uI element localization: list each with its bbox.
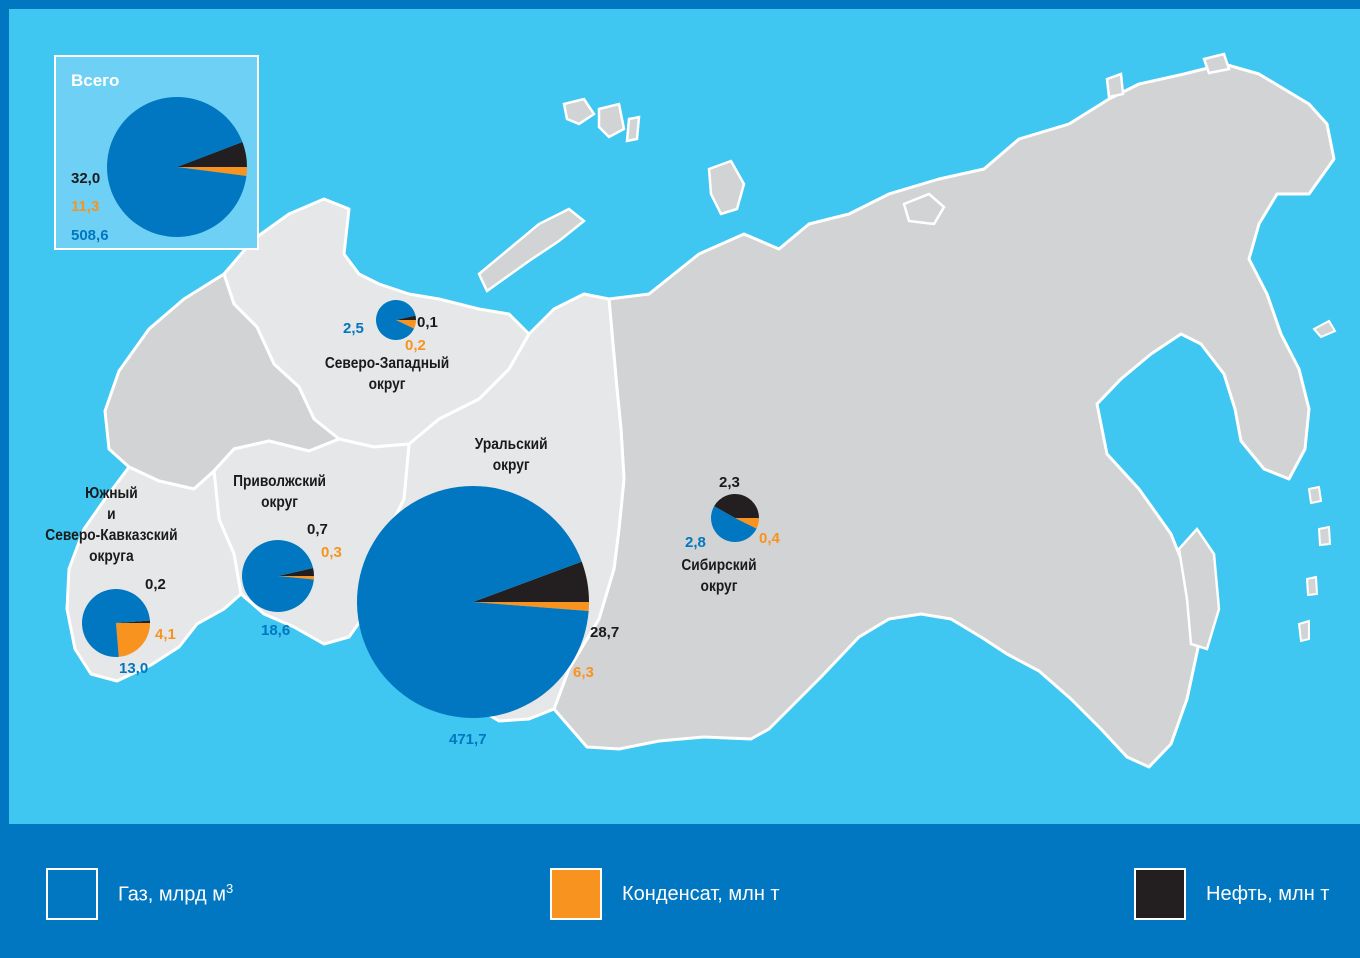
label-ural-line1: Уральский: [474, 436, 548, 453]
island-severnaya-zemlya: [707, 159, 746, 216]
pie-northwest-slice-gas: [376, 300, 416, 340]
ural-condensate-value: 6,3: [573, 664, 594, 681]
south-gas-value: 13,0: [119, 660, 149, 677]
label-south-line4: округа: [89, 548, 134, 565]
northwest-oil-value: 0,1: [417, 314, 438, 331]
island-kuril: [1297, 319, 1337, 643]
label-volga-line1: Приволжский: [233, 473, 327, 490]
label-south: Южный и Северо-Кавказский округа: [45, 483, 177, 567]
pie-south-slice-condensate: [116, 623, 150, 657]
total-oil-value: 32,0: [71, 170, 101, 187]
legend-item-gas: Газ, млрд м3: [46, 868, 233, 920]
label-northwest: Северо-Западный округ: [325, 353, 449, 395]
pie-total-slice-condensate: [177, 167, 247, 176]
pie-ural-slice-condensate: [473, 602, 589, 612]
label-siberia-line1: Сибирский: [681, 557, 757, 574]
island-franz-josef: [562, 97, 641, 143]
northwest-gas-value: 2,5: [343, 320, 364, 337]
label-northwest-line1: Северо-Западный: [324, 355, 450, 372]
label-northwest-line2: округ: [368, 376, 406, 393]
ural-oil-value: 28,7: [590, 624, 620, 641]
label-siberia-line2: округ: [700, 578, 738, 595]
pie-volga-slice-condensate: [278, 576, 314, 580]
pie-siberia-slice-gas: [710, 506, 757, 543]
legend-item-oil: Нефть, млн т: [1134, 868, 1329, 920]
siberia-oil-value: 2,3: [719, 474, 740, 491]
total-condensate-value: 11,3: [71, 198, 100, 215]
label-volga-line2: округ: [261, 494, 299, 511]
total-gas-value: 508,6: [71, 227, 109, 244]
siberia-condensate-value: 0,4: [759, 530, 780, 547]
district-pies: [81, 300, 759, 718]
pie-volga-slice-oil: [278, 567, 314, 576]
island-new-siberian: [902, 192, 946, 226]
label-south-line2: и: [107, 506, 116, 523]
volga-condensate-value: 0,3: [321, 544, 342, 561]
label-south-line1: Южный: [85, 485, 138, 502]
legend-swatch-oil: [1134, 868, 1186, 920]
pie-south-slice-gas: [81, 588, 150, 657]
pie-northwest-slice-oil: [396, 315, 416, 320]
volga-oil-value: 0,7: [307, 521, 328, 538]
island-wrangel: [1105, 52, 1231, 99]
pie-ural-slice-oil: [473, 561, 589, 602]
pie-total-slice-gas: [107, 97, 247, 237]
south-oil-value: 0,2: [145, 576, 166, 593]
legend-label-oil: Нефть, млн т: [1206, 882, 1330, 905]
siberia-gas-value: 2,8: [685, 534, 706, 551]
volga-gas-value: 18,6: [261, 622, 291, 639]
label-volga: Приволжский округ: [233, 471, 326, 513]
map-area: Всего 32,0 11,3 508,6 Северо-Западный ок…: [9, 9, 1360, 824]
island-novaya-zemlya: [477, 207, 587, 293]
label-south-line3: Северо-Кавказский: [45, 527, 178, 544]
legend: Газ, млрд м3 Конденсат, млн т Нефть, млн…: [0, 824, 1360, 958]
island-sakhalin: [1177, 526, 1221, 651]
total-box: Всего 32,0 11,3 508,6: [54, 55, 259, 250]
pie-ural-slice-gas: [357, 485, 589, 718]
legend-label-condensate: Конденсат, млн т: [622, 882, 780, 905]
pie-siberia-slice-oil: [714, 494, 759, 518]
legend-item-condensate: Конденсат, млн т: [550, 868, 780, 920]
label-siberia: Сибирский округ: [681, 555, 756, 597]
label-ural: Уральский округ: [475, 434, 548, 476]
ural-gas-value: 471,7: [449, 731, 487, 748]
label-ural-line2: округ: [492, 457, 530, 474]
legend-label-gas-text: Газ, млрд м: [118, 883, 226, 906]
pie-northwest-slice-condensate: [396, 320, 416, 329]
total-title: Всего: [71, 71, 120, 90]
legend-label-gas: Газ, млрд м3: [118, 881, 233, 907]
legend-swatch-condensate: [550, 868, 602, 920]
total-pie: [107, 97, 247, 237]
legend-label-gas-sup: 3: [225, 881, 234, 897]
pie-volga-slice-gas: [242, 540, 314, 613]
south-condensate-value: 4,1: [155, 626, 176, 643]
northwest-condensate-value: 0,2: [405, 337, 426, 354]
pie-south-slice-oil: [116, 620, 150, 623]
pie-siberia-slice-condensate: [735, 518, 759, 529]
pie-total-slice-oil: [177, 142, 247, 167]
legend-swatch-gas: [46, 868, 98, 920]
